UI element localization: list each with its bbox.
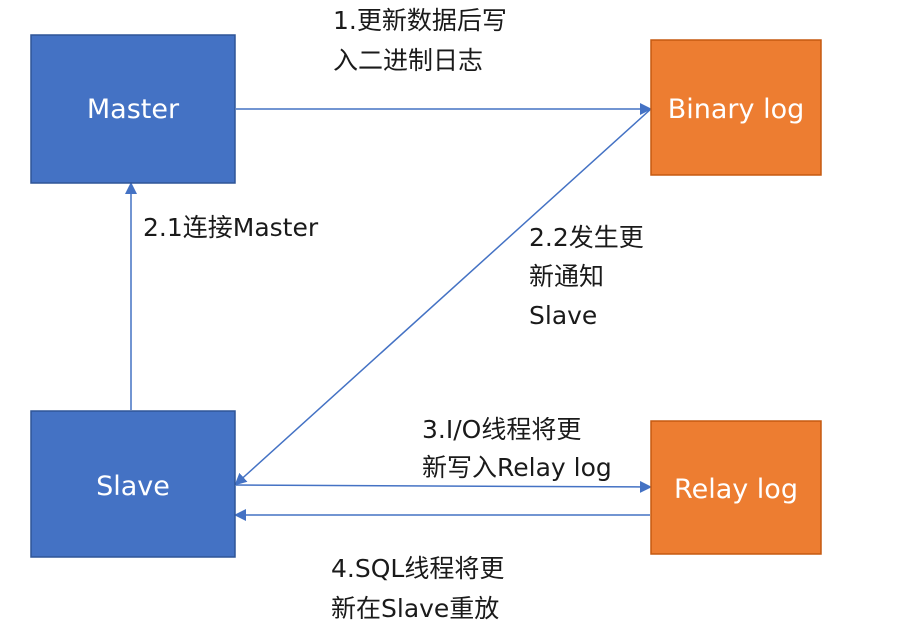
node-binary-log-box <box>650 39 822 176</box>
label-step1: 1.更新数据后写 入二进制日志 <box>333 6 515 75</box>
label-step3-line: 3.I/O线程将更 <box>422 415 581 444</box>
label-step2-2-line: 新通知 <box>529 262 604 291</box>
label-step4: 4.SQL线程将更 新在Slave重放 <box>331 554 512 623</box>
edge-slave-to-relay-log <box>235 480 652 493</box>
label-step4-line: 4.SQL线程将更 <box>331 554 504 583</box>
node-slave-box <box>30 410 236 558</box>
label-step3: 3.I/O线程将更 新写入Relay log <box>422 415 612 482</box>
node-master-box <box>30 34 236 184</box>
node-relay-log: Relay log <box>650 420 822 555</box>
node-relay-log-box <box>650 420 822 555</box>
label-step2-2-line: Slave <box>529 301 597 330</box>
label-step1-line: 1.更新数据后写 <box>333 6 507 35</box>
label-step3-line: 新写入Relay log <box>422 453 612 482</box>
label-step2-2-line: 2.2发生更 <box>529 223 644 252</box>
label-step1-line: 入二进制日志 <box>333 46 483 75</box>
node-master-label: Master <box>87 94 180 125</box>
node-master: Master <box>30 34 236 184</box>
node-relay-log-label: Relay log <box>674 474 798 505</box>
node-binary-log-label: Binary log <box>668 94 805 125</box>
edge-binary-log-to-slave <box>234 107 653 486</box>
label-step2-1-line: 2.1连接Master <box>143 213 319 242</box>
node-binary-log: Binary log <box>650 39 822 176</box>
label-step2-1: 2.1连接Master <box>143 213 319 242</box>
label-step4-line: 新在Slave重放 <box>331 594 499 623</box>
node-slave-label: Slave <box>96 471 170 502</box>
label-step2-2: 2.2发生更 新通知 Slave <box>529 223 652 330</box>
node-slave: Slave <box>30 410 236 558</box>
